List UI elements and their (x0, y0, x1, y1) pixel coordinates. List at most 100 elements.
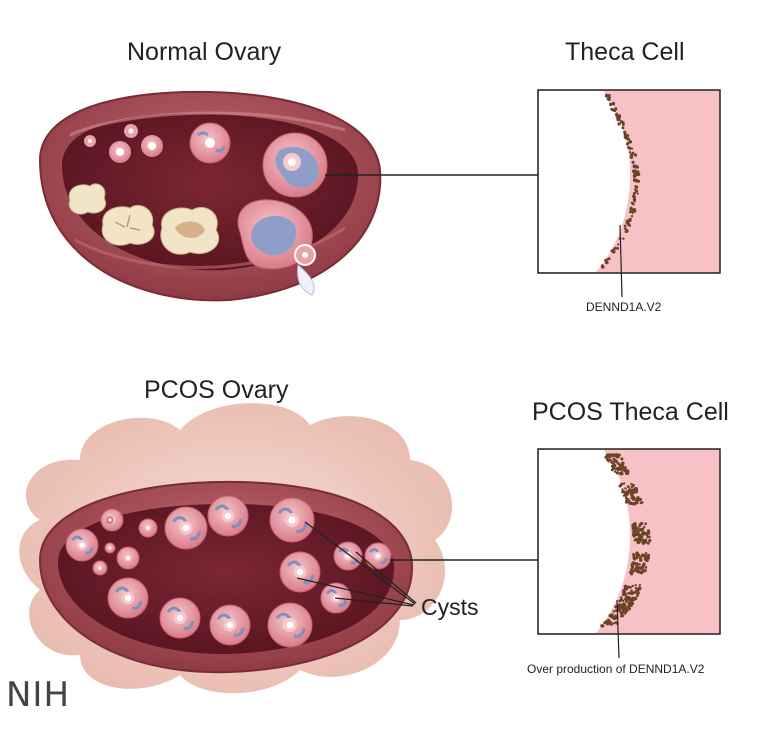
normal-ovary-rim-highlight (69, 111, 346, 137)
normal-ovary (38, 90, 540, 302)
granule (637, 532, 641, 536)
granule (618, 484, 622, 488)
normal-corpus-bodies (68, 183, 219, 255)
dennd1a-pointer (619, 224, 623, 298)
granule (627, 219, 630, 222)
granule (631, 596, 635, 600)
granule (613, 109, 617, 112)
granule (630, 489, 634, 492)
granule (635, 189, 639, 193)
granule (644, 551, 648, 555)
granule (624, 493, 628, 498)
granule (622, 482, 626, 485)
granule (631, 151, 635, 155)
granule (601, 265, 605, 269)
normal-granules (600, 93, 641, 269)
cysts-label: Cysts (421, 594, 479, 620)
granule (624, 487, 627, 490)
granule (620, 457, 624, 461)
cyst-follicle (269, 497, 315, 543)
granule (632, 195, 637, 199)
granule (617, 122, 621, 126)
overproduction-label: Over production of DENND1A.V2 (527, 662, 705, 676)
granule (622, 237, 625, 240)
granule (627, 499, 631, 504)
cyst-pointer-1 (304, 521, 416, 605)
granule (607, 460, 610, 463)
granule (604, 455, 608, 459)
granule (611, 615, 615, 619)
dennd1a-label: DENND1A.V2 (586, 300, 662, 314)
cyst-follicle (116, 546, 140, 570)
cyst-follicle (164, 506, 208, 550)
granule (617, 462, 620, 465)
pcos-ovary-title: PCOS Ovary (144, 376, 289, 404)
granule (636, 554, 640, 558)
granule (638, 497, 642, 502)
granule (643, 525, 646, 529)
granule (632, 522, 637, 526)
granule (632, 191, 636, 196)
granule (631, 526, 635, 530)
granule (636, 529, 640, 533)
granule (600, 623, 604, 628)
granule (616, 247, 620, 250)
granule (641, 566, 645, 569)
granule (614, 468, 617, 471)
granule (643, 540, 647, 544)
granule (613, 470, 617, 473)
nih-logo: NIH (6, 675, 71, 715)
granule (642, 531, 646, 536)
granule (622, 603, 625, 606)
granule (629, 155, 634, 159)
granule (636, 173, 640, 176)
granule (624, 471, 629, 475)
granule (621, 126, 625, 130)
granule (648, 538, 652, 543)
granule (629, 602, 633, 607)
granule (612, 249, 616, 254)
granule (621, 614, 625, 618)
granule (616, 243, 620, 246)
granule (622, 590, 626, 593)
theca-cell-lumen (539, 91, 631, 272)
cyst-follicle (65, 528, 99, 562)
granule (621, 490, 624, 494)
granule (620, 482, 623, 485)
granule (619, 598, 624, 602)
granule (639, 558, 643, 562)
granule (633, 553, 636, 557)
granule (637, 587, 640, 590)
granule (641, 538, 645, 543)
pcos-ovary (19, 403, 540, 694)
granule (637, 526, 640, 530)
granule (609, 103, 613, 107)
granule (633, 200, 636, 203)
granule (632, 169, 636, 173)
granule (626, 133, 630, 137)
cyst-pointer-4 (355, 551, 417, 604)
cyst-follicle (159, 597, 201, 639)
granule (620, 596, 623, 599)
cyst-follicle (138, 518, 158, 538)
granule (618, 464, 622, 467)
granule (609, 458, 612, 462)
granule (617, 453, 621, 457)
granule (626, 595, 630, 600)
granule (631, 584, 635, 588)
cyst-follicle (279, 551, 321, 593)
granule (624, 491, 628, 494)
granule (636, 496, 640, 500)
granule (622, 494, 626, 497)
granule (616, 118, 620, 122)
granule (632, 591, 635, 594)
granule (624, 586, 628, 590)
granule (634, 179, 638, 183)
granule (633, 491, 636, 494)
theca-cell-panel (537, 89, 721, 298)
granule (608, 98, 611, 102)
granule (606, 258, 609, 261)
granule (641, 527, 645, 531)
